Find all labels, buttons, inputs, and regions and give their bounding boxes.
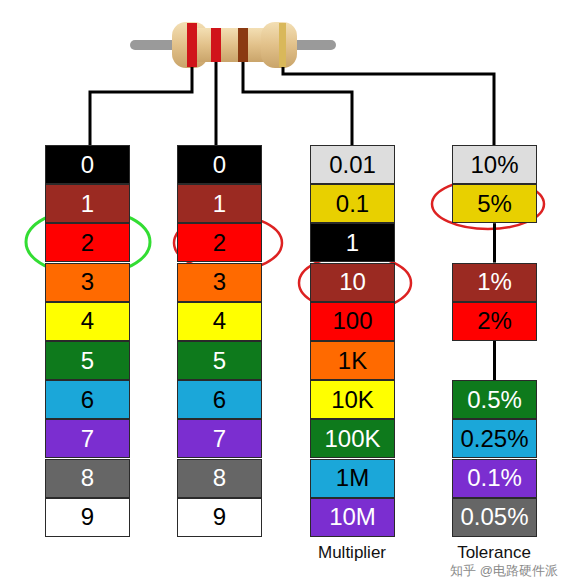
cell-value: 10K <box>328 388 377 412</box>
color-code-cell: 1% <box>452 263 537 302</box>
color-code-cell: 8 <box>177 459 262 498</box>
color-code-cell: 0.5% <box>452 380 537 419</box>
cell-value: 10 <box>336 270 369 294</box>
cell-value: 6 <box>78 388 97 412</box>
cell-value: 2 <box>78 231 97 255</box>
cell-value: 1M <box>333 466 372 490</box>
connector-line <box>493 341 496 380</box>
color-code-cell: 4 <box>45 302 130 341</box>
highlight-ellipse <box>432 179 544 229</box>
color-code-cell: 0.05% <box>452 498 537 537</box>
cell-value: 100K <box>321 427 383 451</box>
cell-value: 1 <box>78 192 97 216</box>
color-code-cell: 0 <box>45 145 130 184</box>
color-code-cell: 10K <box>310 380 395 419</box>
cell-value: 10% <box>467 153 521 177</box>
color-code-cell: 100K <box>310 419 395 458</box>
cell-value: 100 <box>329 309 375 333</box>
color-band <box>279 23 286 67</box>
color-code-cell: 10M <box>310 498 395 537</box>
color-code-cell: 5% <box>452 184 537 223</box>
cell-value: 5% <box>474 192 515 216</box>
cell-value: 1 <box>343 231 362 255</box>
color-code-cell: 9 <box>45 498 130 537</box>
color-code-cell: 2 <box>45 223 130 262</box>
color-code-cell: 7 <box>177 419 262 458</box>
cell-value: 0.5% <box>464 388 525 412</box>
color-code-cell: 100 <box>310 302 395 341</box>
color-code-cell: 6 <box>45 380 130 419</box>
color-code-cell: 10% <box>452 145 537 184</box>
cell-value: 1K <box>335 349 370 373</box>
cell-value: 3 <box>78 270 97 294</box>
cell-value: 5 <box>210 349 229 373</box>
connector-line <box>493 223 496 262</box>
color-code-cell: 8 <box>45 459 130 498</box>
cell-value: 6 <box>210 388 229 412</box>
color-code-cell: 0 <box>177 145 262 184</box>
color-code-cell: 0.1 <box>310 184 395 223</box>
color-code-cell: 1 <box>310 223 395 262</box>
cell-value: 1% <box>474 270 515 294</box>
color-code-cell: 1M <box>310 459 395 498</box>
cell-value: 2% <box>474 309 515 333</box>
cell-value: 0 <box>210 153 229 177</box>
cell-value: 8 <box>210 466 229 490</box>
color-code-cell: 5 <box>177 341 262 380</box>
leader-line <box>90 62 494 145</box>
cell-value: 7 <box>210 427 229 451</box>
axis-label: Tolerance <box>457 544 531 563</box>
color-code-cell: 3 <box>45 263 130 302</box>
color-code-cell: 0.01 <box>310 145 395 184</box>
cell-value: 0 <box>78 153 97 177</box>
cell-value: 0.01 <box>326 153 379 177</box>
cell-value: 2 <box>210 231 229 255</box>
cell-value: 0.1% <box>464 466 525 490</box>
color-code-cell: 0.25% <box>452 419 537 458</box>
color-code-cell: 5 <box>45 341 130 380</box>
cell-value: 4 <box>78 309 97 333</box>
color-code-cell: 2 <box>177 223 262 262</box>
cell-value: 7 <box>78 427 97 451</box>
color-band <box>238 28 248 62</box>
color-code-cell: 6 <box>177 380 262 419</box>
cell-value: 9 <box>210 505 229 529</box>
cell-value: 4 <box>210 309 229 333</box>
color-code-cell: 1 <box>177 184 262 223</box>
color-code-cell: 2% <box>452 302 537 341</box>
color-code-cell: 7 <box>45 419 130 458</box>
color-code-cell: 1K <box>310 341 395 380</box>
cell-value: 0.05% <box>457 505 531 529</box>
cell-value: 10M <box>326 505 379 529</box>
cell-value: 9 <box>78 505 97 529</box>
color-code-cell: 3 <box>177 263 262 302</box>
color-code-cell: 0.1% <box>452 459 537 498</box>
cell-value: 8 <box>78 466 97 490</box>
watermark: 知乎 @电路硬件派 <box>450 564 558 578</box>
color-code-cell: 10 <box>310 263 395 302</box>
color-code-cell: 4 <box>177 302 262 341</box>
color-code-cell: 1 <box>45 184 130 223</box>
cell-value: 3 <box>210 270 229 294</box>
cell-value: 0.25% <box>457 427 531 451</box>
color-band <box>211 28 221 62</box>
cell-value: 1 <box>210 192 229 216</box>
color-band <box>187 23 197 67</box>
axis-label: Multiplier <box>318 544 386 563</box>
resistor-body <box>172 22 297 68</box>
color-code-cell: 9 <box>177 498 262 537</box>
cell-value: 0.1 <box>333 192 372 216</box>
cell-value: 5 <box>78 349 97 373</box>
